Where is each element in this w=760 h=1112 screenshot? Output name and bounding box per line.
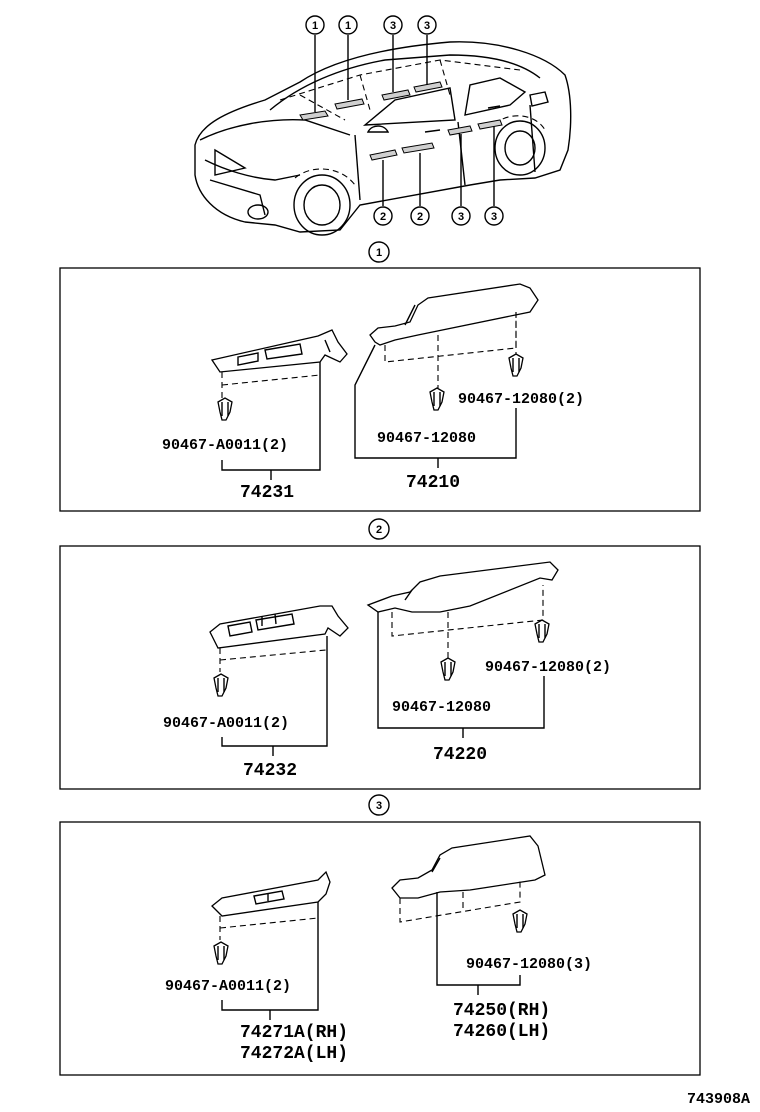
svg-text:3: 3 bbox=[390, 20, 396, 32]
svg-text:2: 2 bbox=[380, 211, 386, 223]
part-label-74210: 74210 bbox=[406, 473, 460, 493]
svg-text:3: 3 bbox=[424, 20, 430, 32]
svg-text:2: 2 bbox=[417, 211, 423, 223]
car-illustration bbox=[194, 35, 572, 236]
svg-text:3: 3 bbox=[376, 800, 382, 812]
switch-base-74271a bbox=[211, 870, 331, 917]
clip-icon bbox=[213, 673, 229, 697]
armrest-panel-74220 bbox=[366, 561, 559, 613]
callout-bottom-2b: 2 bbox=[410, 206, 430, 226]
clip-label-s2-right-mid: 90467-12080 bbox=[392, 699, 491, 716]
clip-label-s3-right: 90467-12080(3) bbox=[466, 956, 592, 973]
callout-bottom-3b: 3 bbox=[484, 206, 504, 226]
clip-label-s1-right-mid: 90467-12080 bbox=[377, 430, 476, 447]
svg-text:1: 1 bbox=[376, 247, 382, 259]
clip-label-s3-left: 90467-A0011(2) bbox=[165, 978, 291, 995]
callout-top-3a: 3 bbox=[383, 15, 403, 35]
svg-text:3: 3 bbox=[491, 211, 497, 223]
armrest-panel-74250 bbox=[391, 835, 546, 899]
switch-base-74231 bbox=[210, 329, 348, 373]
clip-icon bbox=[429, 387, 445, 411]
clip-icon bbox=[213, 941, 229, 965]
svg-text:1: 1 bbox=[312, 20, 318, 32]
section-2-marker: 2 bbox=[368, 518, 390, 540]
clip-icon bbox=[512, 909, 528, 933]
section-3-marker: 3 bbox=[368, 794, 390, 816]
clip-label-s2-left: 90467-A0011(2) bbox=[163, 715, 289, 732]
part-label-74232: 74232 bbox=[243, 761, 297, 781]
section-1-marker: 1 bbox=[368, 241, 390, 263]
callout-bottom-2a: 2 bbox=[373, 206, 393, 226]
part-label-74260-lh: 74260(LH) bbox=[453, 1022, 550, 1042]
callout-top-1b: 1 bbox=[338, 15, 358, 35]
armrest-panel-74210 bbox=[369, 283, 539, 346]
svg-text:1: 1 bbox=[345, 20, 351, 32]
svg-text:3: 3 bbox=[458, 211, 464, 223]
part-label-74220: 74220 bbox=[433, 745, 487, 765]
clip-label-s1-right-top: 90467-12080(2) bbox=[458, 391, 584, 408]
part-label-74231: 74231 bbox=[240, 483, 294, 503]
clip-label-s2-right-top: 90467-12080(2) bbox=[485, 659, 611, 676]
switch-base-74232 bbox=[209, 605, 349, 649]
clip-icon bbox=[534, 619, 550, 643]
figure-code: 743908A bbox=[687, 1091, 750, 1108]
clip-icon bbox=[217, 397, 233, 421]
clip-label-s1-left: 90467-A0011(2) bbox=[162, 437, 288, 454]
svg-text:2: 2 bbox=[376, 524, 382, 536]
clip-icon bbox=[440, 657, 456, 681]
clip-icon bbox=[508, 353, 524, 377]
section-2-frame bbox=[59, 545, 701, 790]
callout-top-1a: 1 bbox=[305, 15, 325, 35]
part-label-74250-rh: 74250(RH) bbox=[453, 1001, 550, 1021]
section-1-frame bbox=[59, 267, 701, 512]
callout-bottom-3a: 3 bbox=[451, 206, 471, 226]
part-label-74271a-rh: 74271A(RH) bbox=[240, 1023, 348, 1043]
section-3-frame bbox=[59, 821, 701, 1076]
callout-top-3b: 3 bbox=[417, 15, 437, 35]
part-label-74272a-lh: 74272A(LH) bbox=[240, 1044, 348, 1064]
